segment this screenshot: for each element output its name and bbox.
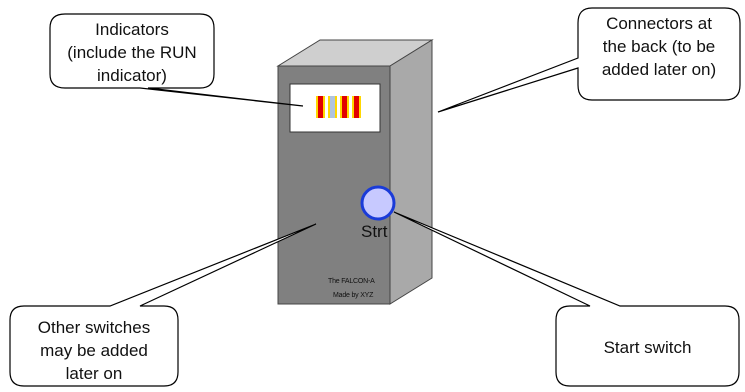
indicator-lights <box>316 96 361 118</box>
callout-indicators-text: Indicators (include the RUN indicator) <box>67 20 197 85</box>
callout-start-switch-text: Start switch <box>603 338 692 357</box>
callout-connectors-bubble <box>437 7 741 113</box>
computer-case <box>276 39 434 305</box>
callout-indicators-bubble <box>49 13 304 107</box>
start-switch-button[interactable] <box>360 185 396 221</box>
callout-connectors-text: Connectors at the back (to be added late… <box>601 14 717 79</box>
callout-start-switch-bubble <box>393 211 740 387</box>
device-name-line1: The FALCON-A <box>328 278 375 285</box>
indicator-light <box>354 96 359 118</box>
callout-other-switches <box>9 223 317 387</box>
callout-indicators <box>49 13 304 107</box>
callout-start-switch <box>393 211 740 387</box>
callout-connectors <box>437 7 741 113</box>
start-switch-label: Strt <box>361 222 388 241</box>
device-name-line2: Made by XYZ <box>333 292 374 299</box>
indicator-light <box>342 96 347 118</box>
case-side-face <box>389 39 433 305</box>
indicator-light <box>318 96 323 118</box>
callout-other-switches-text: Other switches may be added later on <box>37 318 151 383</box>
indicator-light <box>330 96 335 118</box>
callout-other-switches-bubble <box>9 223 317 387</box>
